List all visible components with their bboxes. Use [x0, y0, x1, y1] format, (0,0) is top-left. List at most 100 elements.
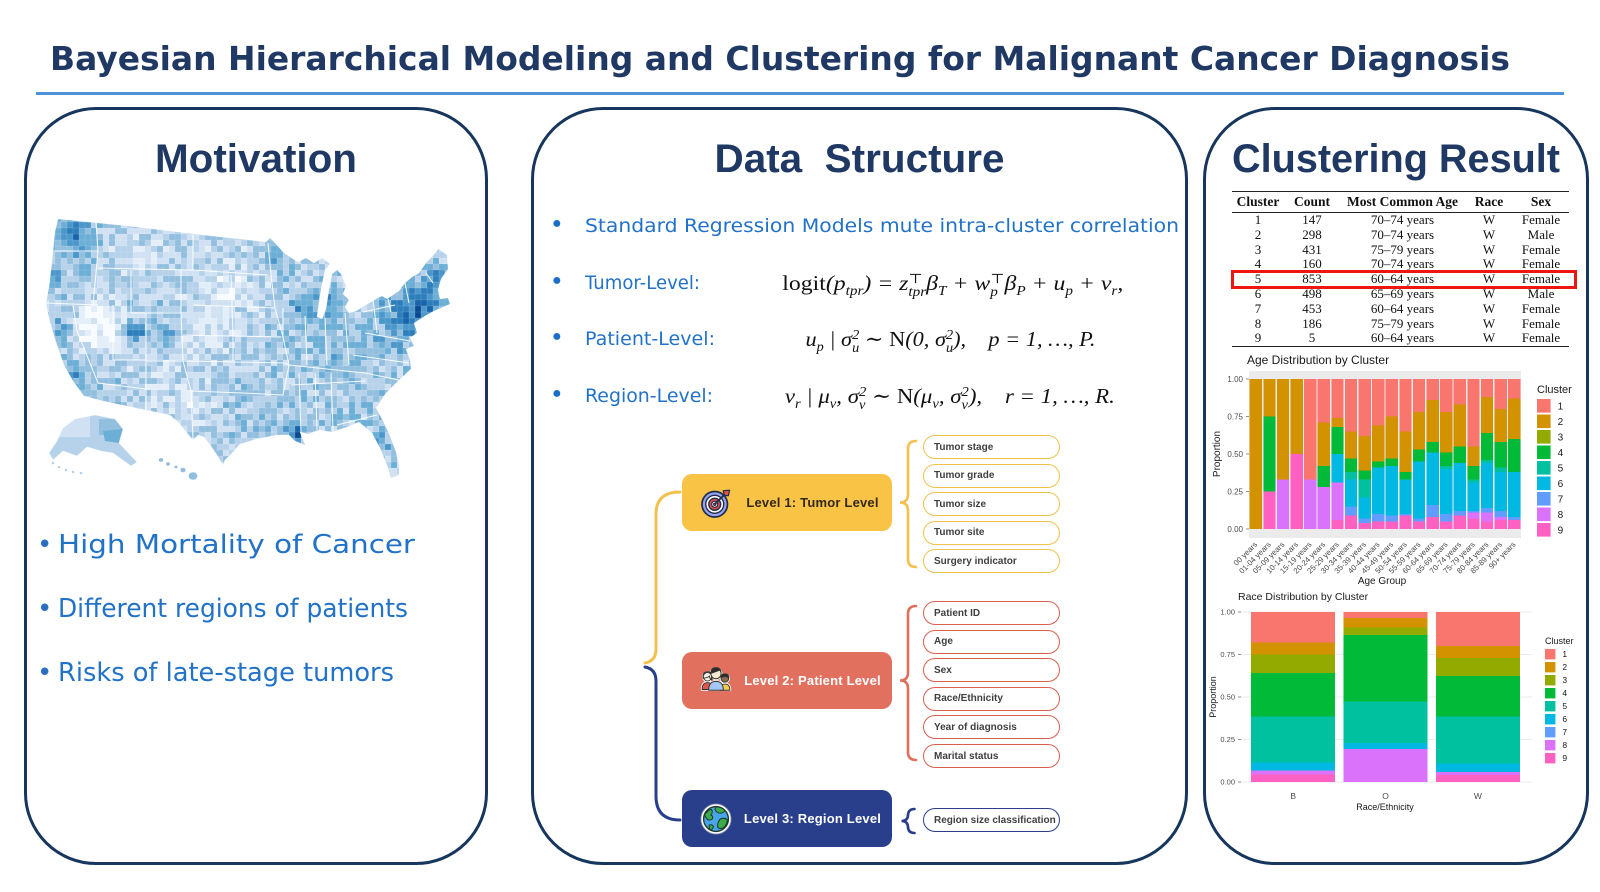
- table-cell: 431: [1302, 241, 1322, 257]
- table-column-header: Sex: [1530, 194, 1552, 209]
- motivation-bullet-label: High Mortality of Cancer: [58, 530, 415, 560]
- table-cell: 60–64 years: [1370, 271, 1435, 287]
- title-underline: [36, 92, 1564, 95]
- table-cell: W: [1482, 241, 1496, 257]
- table-cell: W: [1482, 271, 1496, 287]
- level-label: Level 3: Region Level: [743, 811, 882, 826]
- table-cell: 298: [1302, 226, 1322, 242]
- table-row: 2 298 70–74 years W Male: [1232, 226, 1569, 243]
- table-row: 9 5 60–64 years W Female: [1232, 330, 1569, 346]
- attribute-box: Tumor stage: [923, 435, 1060, 459]
- highlighted-row-box: [1231, 270, 1577, 289]
- bullet-dot-icon: ●: [552, 215, 562, 232]
- table-cell: 70–74 years: [1370, 256, 1435, 272]
- attribute-box: Patient ID: [923, 601, 1060, 625]
- attribute-box: Race/Ethnicity: [923, 686, 1060, 711]
- table-cell: 60–64 years: [1370, 330, 1435, 346]
- attribute-box: Region size classification: [923, 808, 1060, 832]
- table-cell: Male: [1527, 285, 1555, 301]
- attribute-box: Sex: [923, 658, 1060, 683]
- attribute-box: Surgery indicator: [923, 549, 1060, 574]
- table-cell: Female: [1521, 256, 1561, 272]
- table-column-header: Cluster: [1236, 194, 1280, 209]
- bullet-dot-icon: ●: [552, 385, 562, 402]
- attribute-box: Age: [923, 629, 1060, 654]
- table-cell: Female: [1521, 330, 1561, 346]
- motivation-bullet: •Different regions of patients: [20, 577, 424, 641]
- bullet-dot-icon: ●: [552, 328, 562, 345]
- data-structure-title: Data Structure: [714, 137, 1005, 181]
- people-icon: [699, 664, 733, 698]
- motivation-bullet-label: Different regions of patients: [58, 594, 408, 624]
- table-cell: W: [1482, 300, 1496, 316]
- table-cell: 2: [1254, 226, 1262, 242]
- motivation-bullet: •Risks of late-stage tumors: [20, 641, 424, 705]
- table-cell: 3: [1254, 241, 1262, 257]
- table-cell: W: [1482, 285, 1496, 301]
- table-cell: 147: [1302, 212, 1322, 227]
- table-row: 1 147 70–74 years W Female: [1232, 212, 1569, 228]
- data-structure-bullet-label: Tumor-Level:: [585, 272, 701, 294]
- table-cell: Female: [1521, 315, 1561, 331]
- table-row: 4 160 70–74 years W Female: [1232, 257, 1569, 272]
- table-cell: 70–74 years: [1370, 226, 1435, 242]
- attribute-box: Tumor size: [923, 492, 1060, 517]
- level-box-2: Level 2: Patient Level: [682, 652, 892, 709]
- level-box-3: Level 3: Region Level: [682, 790, 892, 847]
- table-cell: 6: [1254, 285, 1262, 301]
- table-cell: 75–79 years: [1370, 315, 1435, 331]
- target-icon: [699, 486, 733, 520]
- table-cell: 160: [1302, 256, 1322, 272]
- clustering-result-title: Clustering Result: [1231, 137, 1561, 181]
- table-cell: 5: [1308, 330, 1316, 346]
- table-cell: 498: [1302, 285, 1322, 301]
- table-cell: Female: [1521, 300, 1561, 316]
- table-cell: W: [1482, 315, 1496, 331]
- table-cell: Female: [1521, 271, 1561, 287]
- attribute-box: Year of diagnosis: [923, 715, 1060, 740]
- motivation-bullets: •High Mortality of Cancer•Different regi…: [20, 513, 424, 705]
- table-cell: 186: [1302, 315, 1322, 331]
- bullet-dot-icon: ●: [552, 272, 562, 289]
- table-cell: W: [1482, 226, 1496, 242]
- table-cell: 1: [1254, 212, 1262, 227]
- attribute-box: Marital status: [923, 744, 1060, 768]
- table-cell: W: [1482, 256, 1496, 272]
- table-cell: W: [1482, 330, 1496, 346]
- table-cell: 70–74 years: [1370, 212, 1435, 227]
- attribute-box: Tumor site: [923, 520, 1060, 545]
- level-label: Level 2: Patient Level: [744, 673, 881, 688]
- bullet-dot-icon: •: [37, 594, 53, 624]
- level-label: Level 1: Tumor Level: [746, 495, 879, 510]
- table-cell: 853: [1302, 271, 1322, 287]
- data-structure-bullet-label: Region-Level:: [585, 385, 714, 407]
- table-cell: Female: [1521, 212, 1561, 227]
- globe-icon: [699, 802, 733, 836]
- attribute-box: Tumor grade: [923, 463, 1060, 488]
- us-choropleth-map: [45, 218, 451, 480]
- level-box-1: Level 1: Tumor Level: [682, 474, 892, 531]
- table-column-header: Race: [1474, 194, 1504, 209]
- data-structure-bullet-label: Standard Regression Models mute intra-cl…: [585, 215, 1180, 237]
- table-cell: 9: [1254, 330, 1262, 346]
- page-title: Bayesian Hierarchical Modeling and Clust…: [50, 39, 1511, 78]
- table-cell: 4: [1254, 256, 1262, 272]
- table-column-header: Count: [1293, 194, 1330, 209]
- table-cell: Male: [1527, 226, 1555, 242]
- table-cell: W: [1482, 212, 1496, 227]
- table-cell: 60–64 years: [1370, 300, 1435, 316]
- motivation-bullet-label: Risks of late-stage tumors: [58, 658, 394, 688]
- motivation-bullet: •High Mortality of Cancer: [20, 513, 424, 577]
- bullet-dot-icon: •: [37, 530, 53, 560]
